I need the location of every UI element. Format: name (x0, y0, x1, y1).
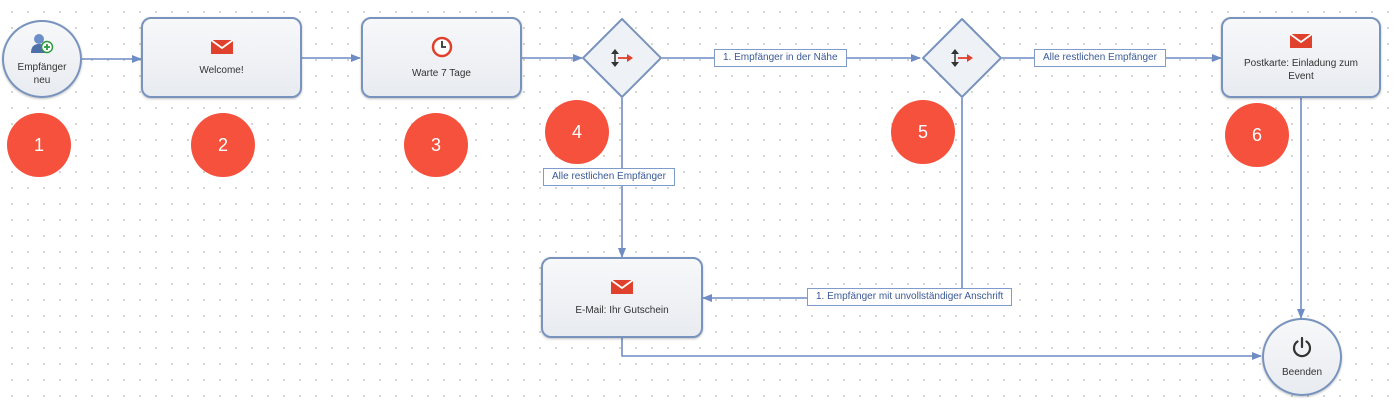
add-recipient-icon (30, 32, 54, 57)
edge-label-incomplete-address: 1. Empfänger mit unvollständiger Anschri… (807, 288, 1013, 306)
wait-node-label: Warte 7 Tage (412, 67, 471, 79)
start-node[interactable]: Empfänger neu (2, 20, 82, 98)
step-badge-3: 3 (404, 113, 468, 177)
edge-label-nearby: 1. Empfänger in der Nähe (714, 49, 847, 67)
connector-email-end (621, 337, 1262, 360)
step-badge-4: 4 (545, 100, 609, 164)
end-node[interactable]: Beenden (1262, 318, 1342, 396)
step-badge-2: 2 (191, 113, 255, 177)
split-arrows-icon (950, 48, 974, 73)
step-badge-1: 1 (7, 113, 71, 177)
step-badge-5: 5 (891, 100, 955, 164)
envelope-icon (610, 278, 634, 298)
welcome-email-node[interactable]: Welcome! (141, 17, 302, 98)
split-gateway-1[interactable] (581, 17, 663, 99)
postcard-node[interactable]: Postkarte: Einladung zum Event (1221, 17, 1381, 98)
welcome-node-label: Welcome! (199, 64, 244, 76)
split-arrows-icon (610, 48, 634, 73)
envelope-icon (209, 38, 234, 58)
edge-label-rest-2: Alle restlichen Empfänger (1034, 49, 1166, 67)
clock-icon (431, 36, 453, 61)
end-node-label: Beenden (1281, 366, 1323, 378)
start-node-label: Empfänger neu (17, 61, 67, 86)
power-icon (1291, 336, 1313, 361)
postcard-node-label: Postkarte: Einladung zum Event (1244, 57, 1358, 82)
edge-label-rest-1: Alle restlichen Empfänger (543, 168, 675, 186)
step-badge-6: 6 (1225, 103, 1289, 167)
voucher-email-node[interactable]: E-Mail: Ihr Gutschein (541, 257, 703, 338)
envelope-icon (1289, 32, 1313, 52)
split-gateway-2[interactable] (921, 17, 1003, 99)
voucher-node-label: E-Mail: Ihr Gutschein (575, 304, 669, 316)
wait-node[interactable]: Warte 7 Tage (361, 17, 522, 98)
